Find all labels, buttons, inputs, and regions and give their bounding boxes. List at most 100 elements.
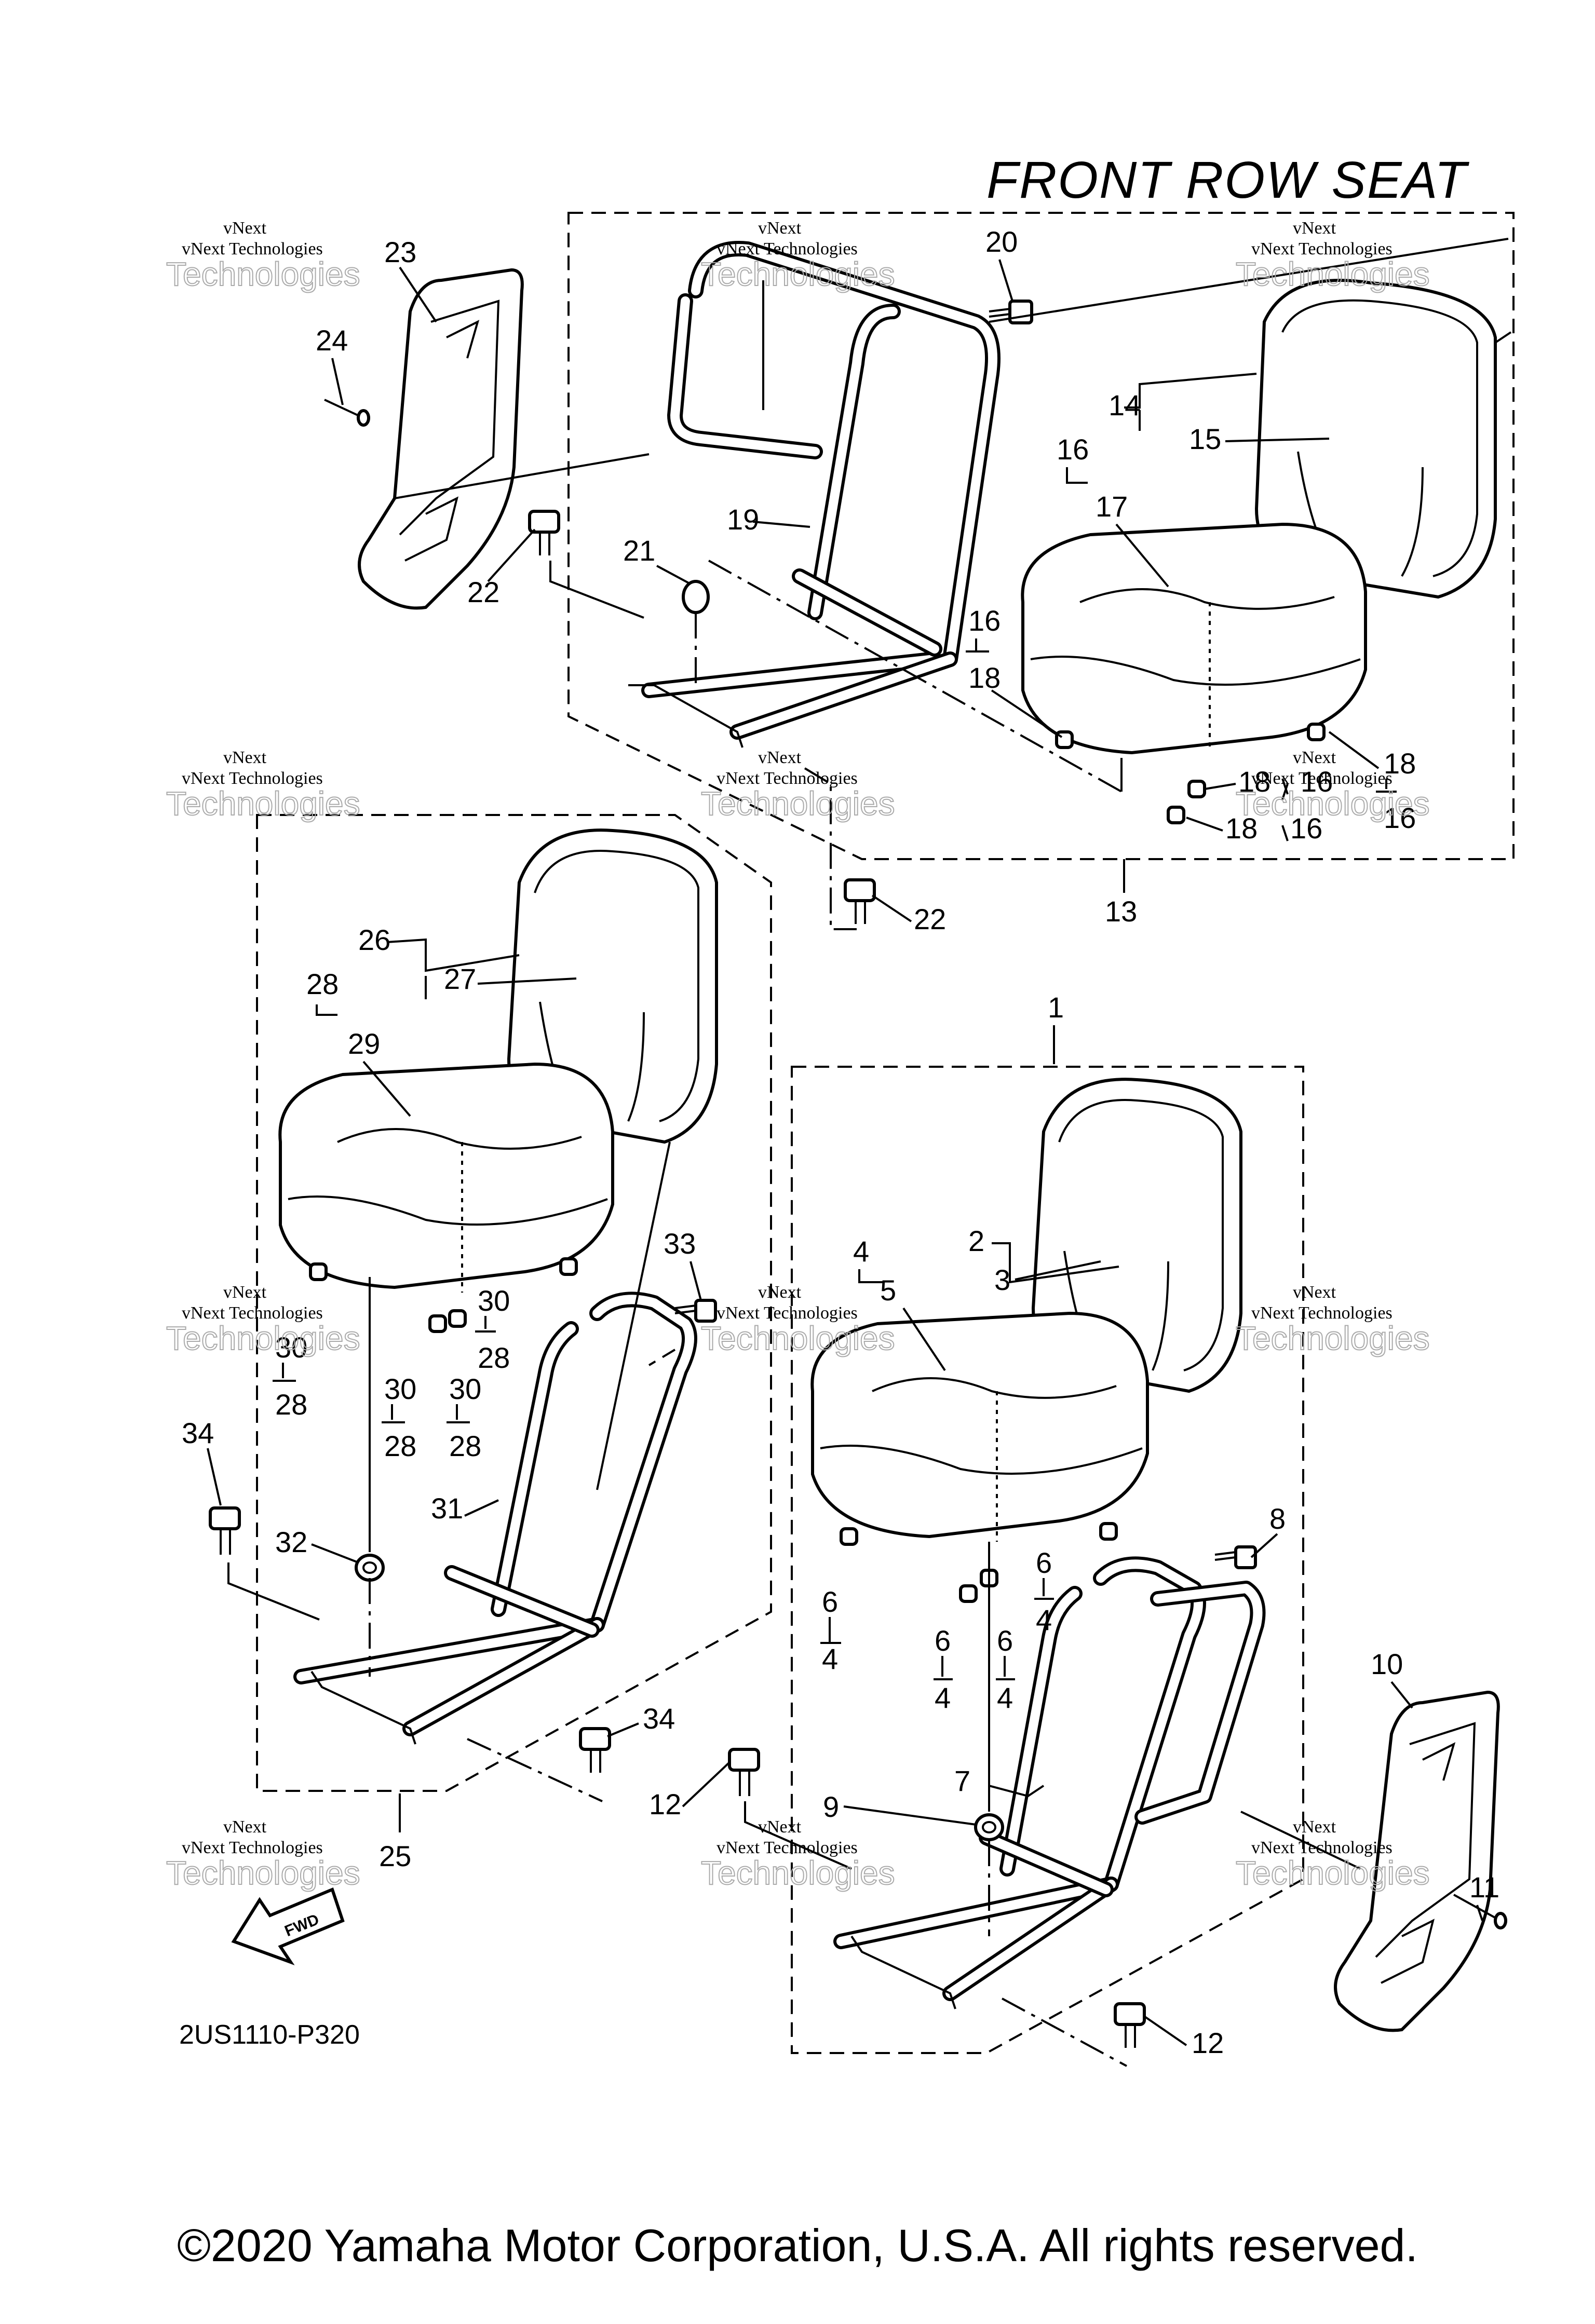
watermark-line1: vNext [223, 1817, 267, 1837]
nut-32 [355, 1554, 385, 1582]
callout-13: 13 [1105, 895, 1137, 928]
watermark-line1: vNext [758, 1283, 802, 1302]
callout-18-right: 18 [1384, 747, 1416, 780]
fwd-arrow-icon: FWD [231, 1887, 345, 1965]
watermark-line3: Technologies [1236, 255, 1430, 293]
callout-25: 25 [379, 1840, 411, 1872]
watermark-line1: vNext [223, 1283, 267, 1302]
bolt-12-right [1114, 2002, 1146, 2048]
callout-8: 8 [1269, 1502, 1286, 1535]
grommets-30 [309, 1257, 578, 1333]
callout-16-b: 16 [1290, 812, 1322, 845]
diagram-code: 2US1110-P320 [179, 2020, 360, 2050]
callout-20: 20 [985, 225, 1018, 258]
callout-16-top: 16 [1057, 433, 1089, 466]
callout-26: 26 [358, 923, 390, 956]
watermark-line2: vNext Technologies [1251, 769, 1393, 788]
callout-23: 23 [384, 236, 416, 268]
bolt-12-left [728, 1748, 760, 1796]
callout-16-mid: 16 [968, 604, 1001, 637]
callout-1: 1 [1048, 991, 1064, 1024]
watermark-line3: Technologies [166, 1320, 360, 1357]
bolt-34-right [579, 1727, 611, 1773]
watermark-line2: vNext Technologies [182, 239, 323, 259]
watermark-line2: vNext Technologies [717, 239, 858, 259]
group-box-1 [791, 1066, 1304, 2054]
callout-5: 5 [880, 1274, 896, 1307]
callout-28-a: 28 [275, 1388, 307, 1421]
callout-28-top: 28 [306, 968, 339, 1000]
group-box-13 [567, 212, 1515, 860]
seat-cushion-4 [810, 1311, 1149, 1542]
watermark-line2: vNext Technologies [717, 769, 858, 788]
callout-18-a: 18 [1238, 765, 1270, 798]
diagram-title: FRONT ROW SEAT [986, 151, 1468, 209]
watermark-line1: vNext [1293, 219, 1336, 238]
callout-33: 33 [664, 1227, 696, 1260]
watermark-line3: Technologies [701, 785, 895, 822]
bolt-34-left [209, 1506, 241, 1555]
callout-22-upper: 22 [467, 576, 499, 608]
watermark-line2: vNext Technologies [1251, 1838, 1393, 1857]
callout-14: 14 [1109, 389, 1141, 422]
backrest-26 [507, 828, 718, 1144]
watermark-line1: vNext [223, 748, 267, 767]
callout-7: 7 [954, 1764, 970, 1797]
watermark-line1: vNext [223, 219, 267, 238]
watermark-line3: Technologies [1236, 1854, 1430, 1892]
callout-15: 15 [1189, 423, 1221, 455]
nut-9 [974, 1813, 1004, 1841]
callout-12-right: 12 [1192, 2027, 1224, 2059]
watermark-group: vNext vNext Technologies Technologies vN… [166, 219, 1430, 1892]
callout-6-d: 6 [997, 1624, 1013, 1657]
watermark-line1: vNext [758, 1817, 802, 1837]
callout-24: 24 [316, 324, 348, 357]
seat-cushion-16 [1021, 522, 1367, 755]
group-box-25 [256, 814, 772, 1792]
bolt-22-lower [844, 878, 876, 924]
callout-30-d: 30 [478, 1284, 510, 1317]
copyright-notice: ©2020 Yamaha Motor Corporation, U.S.A. A… [177, 2220, 1418, 2271]
callout-28-b: 28 [384, 1430, 416, 1462]
pin-24 [324, 399, 370, 427]
watermark-line2: vNext Technologies [1251, 1303, 1393, 1323]
callout-17: 17 [1096, 490, 1128, 523]
watermark-line3: Technologies [166, 255, 360, 293]
watermark-line1: vNext [1293, 1283, 1336, 1302]
callout-30-a: 30 [275, 1331, 307, 1364]
callout-19: 19 [727, 503, 759, 536]
seat-cushion-28 [278, 1062, 614, 1293]
callout-6-c: 6 [935, 1624, 951, 1657]
callout-16-a: 16 [1301, 765, 1333, 798]
callout-4-a: 4 [822, 1642, 838, 1675]
callout-21: 21 [623, 534, 655, 567]
callout-32: 32 [275, 1526, 307, 1558]
callout-16-right: 16 [1384, 801, 1416, 834]
watermark-line2: vNext Technologies [717, 1838, 858, 1857]
watermark-line3: Technologies [166, 785, 360, 822]
callout-22-lower: 22 [914, 903, 946, 935]
callout-4-top: 4 [853, 1235, 869, 1268]
callout-6-b: 6 [1036, 1546, 1052, 1579]
bolt-33 [674, 1299, 717, 1323]
callout-18-b: 18 [1225, 812, 1258, 845]
watermark-line2: vNext Technologies [717, 1303, 858, 1323]
leader-lines [207, 259, 1483, 2046]
watermark-line3: Technologies [166, 1854, 360, 1892]
callout-18-mid: 18 [968, 661, 1001, 694]
seat-frame-31 [293, 1292, 697, 1745]
watermark-line1: vNext [1293, 1817, 1336, 1837]
callout-34-left: 34 [182, 1417, 214, 1449]
side-panel-10 [1334, 1690, 1500, 2032]
callout-2: 2 [968, 1225, 984, 1257]
callout-27: 27 [444, 962, 476, 995]
callouts: 1 2 3 4 5 6 4 6 4 6 4 6 4 7 8 9 10 11 12… [182, 225, 1499, 2059]
watermark-line2: vNext Technologies [182, 769, 323, 788]
watermark-line3: Technologies [1236, 1320, 1430, 1357]
watermark-line3: Technologies [701, 1854, 895, 1892]
seat-frame-19 [628, 241, 1001, 748]
side-panel-23 [358, 268, 524, 610]
callout-4-d: 4 [997, 1681, 1013, 1714]
callout-9: 9 [823, 1790, 839, 1823]
